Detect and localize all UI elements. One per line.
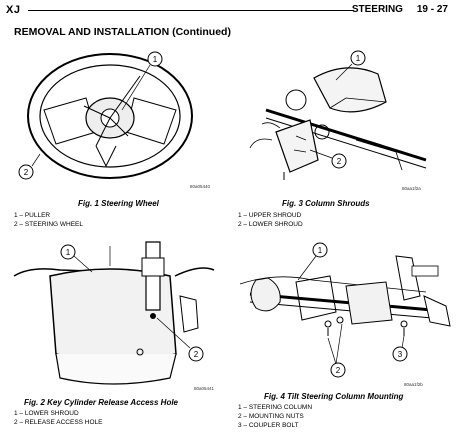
fig3-callout-2: 2 xyxy=(337,157,342,166)
key-cylinder-illustration: 1 2 xyxy=(13,241,215,385)
fig2-callout-1: 1 xyxy=(66,248,71,257)
fig1-caption: Fig. 1 Steering Wheel xyxy=(78,199,159,208)
fig4-callout-3: 3 xyxy=(398,350,403,359)
steering-wheel-illustration: 1 2 xyxy=(18,51,193,180)
fig2-legend-item: 2 – RELEASE ACCESS HOLE xyxy=(14,419,103,426)
fig4-code: 80aa1f2b xyxy=(404,382,423,387)
fig2-code: 80a05441 xyxy=(194,386,215,391)
fig3-legend-item: 1 – UPPER SHROUD xyxy=(238,212,302,219)
figure-1-steering-wheel: 1 2 xyxy=(0,40,232,196)
header-page-number: 19 - 27 xyxy=(416,4,448,15)
page-header-right: STEERING 19 - 27 xyxy=(352,4,448,15)
fig3-caption: Fig. 3 Column Shrouds xyxy=(282,199,370,208)
fig1-legend-item: 1 – PULLER xyxy=(14,212,51,219)
figure-4-tilt-column: 1 2 3 xyxy=(236,236,466,386)
header-section: STEERING xyxy=(351,4,403,15)
column-shrouds-illustration: 1 2 xyxy=(249,50,427,180)
tilt-column-illustration: 1 2 3 xyxy=(239,242,451,378)
fig4-callout-1: 1 xyxy=(318,246,323,255)
figure-3-column-shrouds: 1 2 xyxy=(236,40,466,196)
section-title: REMOVAL AND INSTALLATION (Continued) xyxy=(14,26,231,38)
fig3-legend-item: 2 – LOWER SHROUD xyxy=(238,221,303,228)
fig3-code: 80aa1f2a xyxy=(402,186,421,191)
fig1-legend: 1 – PULLER 2 – STEERING WHEEL xyxy=(14,211,83,229)
fig1-legend-item: 2 – STEERING WHEEL xyxy=(14,221,83,228)
fig4-caption: Fig. 4 Tilt Steering Column Mounting xyxy=(264,392,404,401)
fig3-callout-1: 1 xyxy=(356,54,361,63)
fig2-caption: Fig. 2 Key Cylinder Release Access Hole xyxy=(24,398,178,407)
fig3-legend: 1 – UPPER SHROUD 2 – LOWER SHROUD xyxy=(238,211,303,229)
fig4-legend-item: 2 – MOUNTING NUTS xyxy=(238,413,304,420)
figure-2-key-cylinder: 1 2 xyxy=(0,236,232,396)
fig1-callout-2: 2 xyxy=(24,168,29,177)
fig2-legend: 1 – LOWER SHROUD 2 – RELEASE ACCESS HOLE xyxy=(14,409,103,427)
fig1-callout-1: 1 xyxy=(153,55,158,64)
fig4-legend: 1 – STEERING COLUMN 2 – MOUNTING NUTS 3 … xyxy=(238,403,312,430)
fig1-code: 80a05440 xyxy=(190,184,211,189)
fig2-callout-2: 2 xyxy=(194,350,199,359)
fig4-callout-2: 2 xyxy=(336,366,341,375)
page-header-model: XJ xyxy=(6,4,21,16)
fig4-legend-item: 3 – COUPLER BOLT xyxy=(238,422,299,429)
fig4-legend-item: 1 – STEERING COLUMN xyxy=(238,404,313,411)
fig2-legend-item: 1 – LOWER SHROUD xyxy=(14,410,79,417)
header-rule xyxy=(28,10,354,11)
